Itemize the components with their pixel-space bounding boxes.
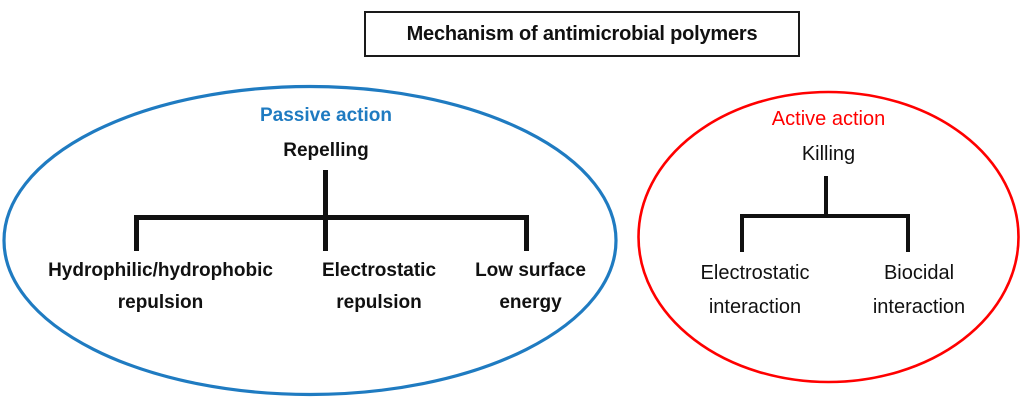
passive-right-drop-connector: [524, 215, 529, 251]
passive-left-drop-connector: [134, 215, 139, 251]
leaf-line-2: interaction: [708, 296, 802, 318]
active-horizontal-connector: [740, 214, 910, 218]
passive-root-node-repelling: Repelling: [283, 140, 369, 161]
leaf-line-2: repulsion: [117, 292, 204, 313]
leaf-line-1: Electrostatic: [700, 262, 810, 284]
page-title: Mechanism of antimicrobial polymers: [406, 22, 758, 45]
active-stem-connector: [824, 176, 828, 218]
leaf-hydrophilic-hydrophobic-repulsion: Hydrophilic/hydrophobic repulsion: [18, 255, 303, 319]
leaf-low-surface-energy: Low surface energy: [458, 255, 603, 319]
active-action-heading: Active action: [771, 108, 886, 130]
active-left-drop-connector: [740, 214, 744, 252]
leaf-line-1: Low surface: [475, 260, 586, 281]
leaf-line-1: Hydrophilic/hydrophobic: [48, 260, 273, 281]
leaf-line-1: Biocidal: [883, 262, 955, 284]
diagram-title-box: Mechanism of antimicrobial polymers: [364, 11, 800, 57]
leaf-biocidal-interaction: Biocidal interaction: [845, 256, 993, 324]
passive-stem-connector: [323, 170, 328, 251]
leaf-line-2: interaction: [872, 296, 966, 318]
leaf-line-2: repulsion: [336, 292, 422, 313]
leaf-line-2: energy: [499, 292, 562, 313]
passive-action-heading: Passive action: [259, 105, 393, 126]
active-right-drop-connector: [906, 214, 910, 252]
leaf-electrostatic-repulsion: Electrostatic repulsion: [305, 255, 453, 319]
leaf-electrostatic-interaction: Electrostatic interaction: [674, 256, 836, 324]
active-action-ellipse: [637, 90, 1020, 384]
active-root-node-killing: Killing: [801, 143, 856, 165]
passive-horizontal-connector: [134, 215, 529, 220]
leaf-line-1: Electrostatic: [321, 260, 437, 281]
